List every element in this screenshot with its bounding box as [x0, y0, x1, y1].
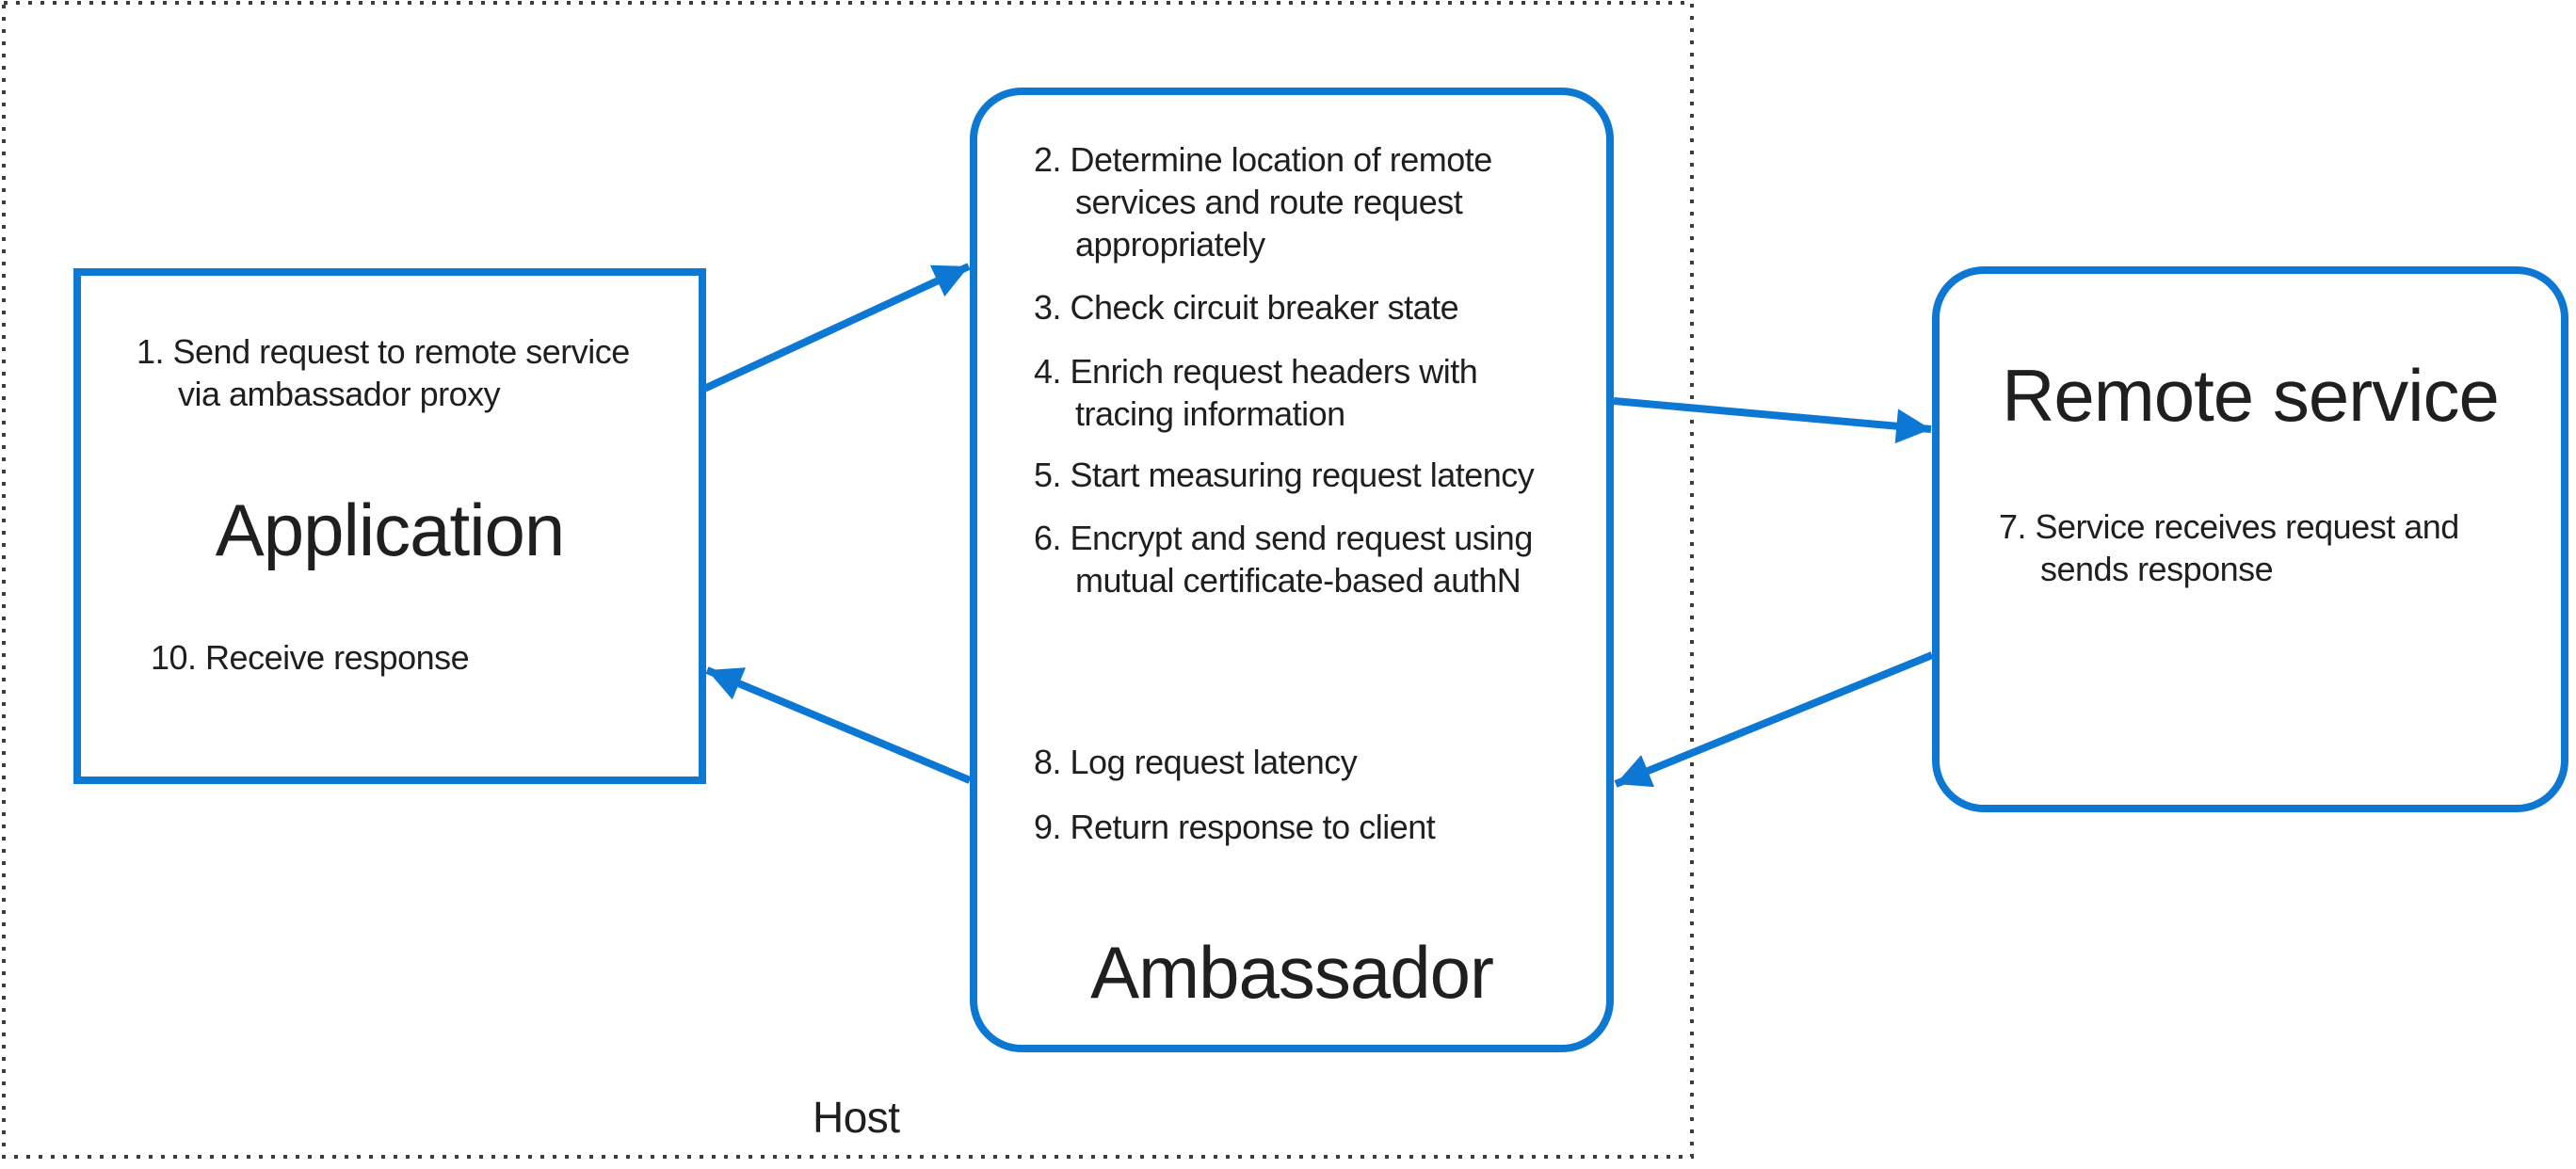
remote-service-title: Remote service [2002, 354, 2500, 437]
step-10-receive-response: 10. Receive response [151, 638, 470, 677]
host-label: Host [813, 1093, 900, 1142]
ambassador-title: Ambassador [1090, 931, 1494, 1014]
step-5-start-measuring-latency: 5. Start measuring request latency [1034, 456, 1535, 494]
arrow-ambassador-to-app [705, 666, 972, 784]
step-1-send-request: 1. Send request to remote service via am… [137, 332, 630, 413]
arrow-ambassador-to-remote [1613, 397, 1932, 444]
remote-service-node: Remote service 7. Service receives reque… [1932, 266, 2568, 812]
step-8-log-latency: 8. Log request latency [1034, 743, 1358, 781]
application-title: Application [215, 488, 566, 571]
arrow-remote-to-ambassador [1614, 651, 1934, 788]
ambassador-node: 2. Determine location of remote services… [970, 88, 1614, 1052]
step-3-check-circuit-breaker: 3. Check circuit breaker state [1034, 288, 1459, 327]
step-6-encrypt-and-send: 6. Encrypt and send request using mutual… [1034, 519, 1533, 600]
step-4-enrich-headers: 4. Enrich request headers with tracing i… [1034, 352, 1478, 433]
arrow-app-to-ambassador [702, 263, 971, 392]
application-node: 1. Send request to remote service via am… [73, 268, 706, 784]
step-7-service-receives: 7. Service receives request and sends re… [1999, 507, 2459, 588]
step-2-determine-location: 2. Determine location of remote services… [1034, 140, 1492, 264]
step-9-return-response: 9. Return response to client [1034, 808, 1436, 846]
